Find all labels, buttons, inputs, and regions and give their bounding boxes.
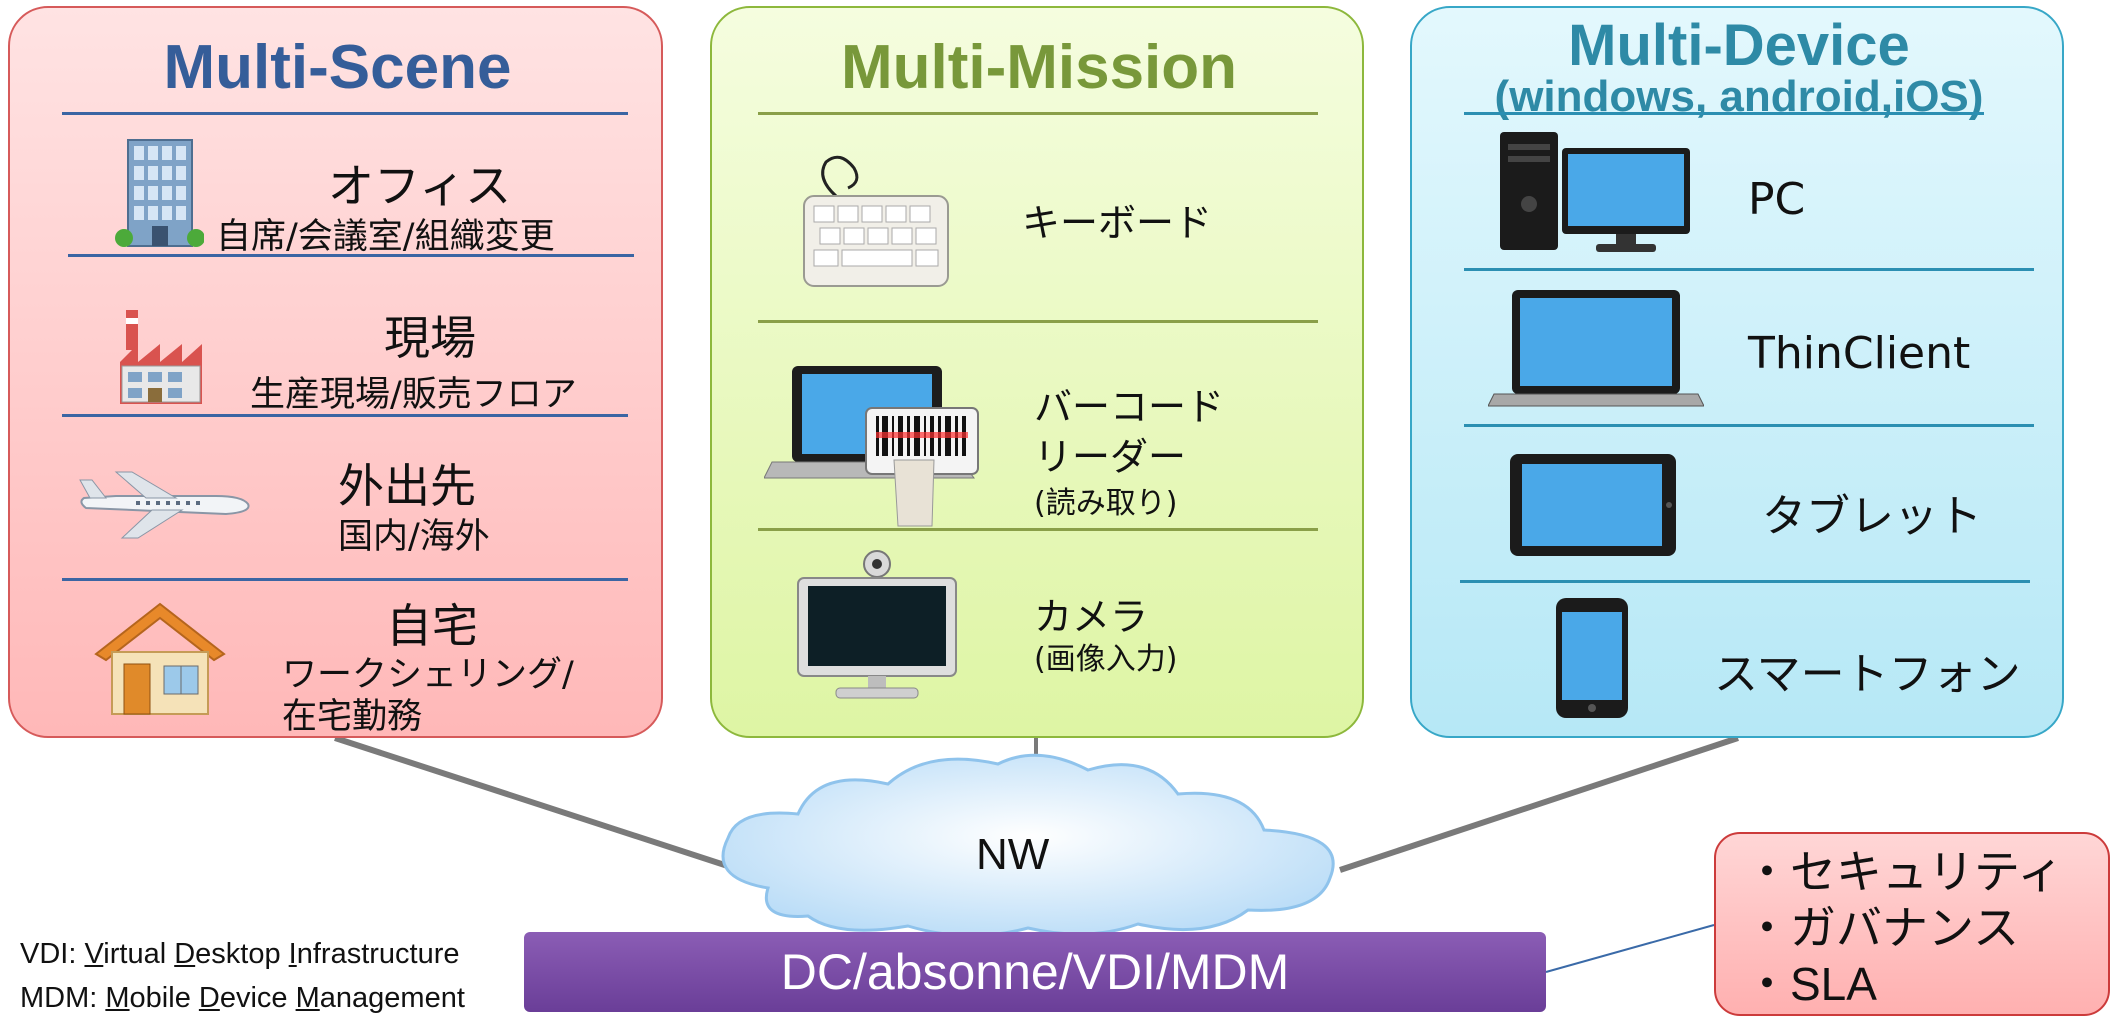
site-detail: 生産現場/販売フロア <box>250 375 577 415</box>
camera-label-1: カメラ <box>1034 595 1149 639</box>
outside-label: 外出先 <box>338 459 476 513</box>
abbr-rest: anagement <box>319 982 465 1014</box>
keyboard-label: キーボード <box>1022 201 1213 245</box>
abbr-rest: esktop <box>195 938 289 970</box>
security-item: ・セキュリティ <box>1744 846 2064 898</box>
camera-monitor-icon <box>797 550 957 699</box>
divider <box>68 254 634 257</box>
site-label: 現場 <box>384 311 476 365</box>
multi-scene-panel: Multi-Scene オフィス 自席/会議室/組織変更 現場 生産現場/販売フ… <box>8 6 663 738</box>
datacenter-label: DC/absonne/VDI/MDM <box>780 944 1290 1000</box>
divider <box>758 112 1318 115</box>
camera-label-2: (画像入力) <box>1034 642 1178 677</box>
home-detail-1: ワークシェリング/ <box>282 655 574 695</box>
pc-label: PC <box>1748 174 1806 225</box>
multi-mission-title: Multi-Mission <box>840 33 1238 102</box>
divider <box>1464 268 2034 271</box>
abbreviation-mdm: MDM: Mobile Device Management <box>20 982 465 1015</box>
abbr-initial: V <box>84 938 104 970</box>
divider <box>758 528 1318 531</box>
governance-item: ・ガバナンス <box>1744 902 2020 954</box>
keyboard-icon <box>803 155 949 287</box>
abbr-prefix: VDI: <box>20 938 85 970</box>
tablet-icon <box>1510 454 1676 556</box>
abbr-initial: D <box>198 982 220 1014</box>
divider <box>1460 580 2030 583</box>
thinclient-label: ThinClient <box>1748 328 1971 379</box>
house-icon <box>94 602 226 715</box>
abbreviation-vdi: VDI: Virtual Desktop Infrastructure <box>20 938 460 971</box>
home-label: 自宅 <box>386 599 478 653</box>
abbr-initial: I <box>288 938 297 970</box>
abbr-initial: M <box>105 982 130 1014</box>
airplane-icon <box>79 471 250 539</box>
factory-icon <box>120 310 202 404</box>
abbr-rest: evice <box>219 982 296 1014</box>
divider <box>1464 424 2034 427</box>
abbr-initial: D <box>174 938 196 970</box>
abbr-rest: irtual <box>103 938 175 970</box>
barcode-label-1: バーコード <box>1034 385 1225 429</box>
divider <box>1464 112 1984 115</box>
barcode-reader-icon <box>764 366 979 527</box>
divider <box>62 578 628 581</box>
office-detail: 自席/会議室/組織変更 <box>216 217 555 257</box>
smartphone-label: スマートフォン <box>1714 649 2021 700</box>
home-detail-2: 在宅勤務 <box>282 697 423 737</box>
abbr-rest: obile <box>129 982 199 1014</box>
multi-device-title: Multi-Device <box>1568 13 1910 78</box>
outside-detail: 国内/海外 <box>338 517 490 557</box>
barcode-label-2: リーダー <box>1034 435 1187 479</box>
datacenter-bar: DC/absonne/VDI/MDM <box>524 932 1546 1012</box>
multi-scene-title: Multi-Scene <box>163 33 512 102</box>
divider <box>62 112 628 115</box>
desktop-pc-icon <box>1500 132 1690 252</box>
connector-device <box>1339 735 1739 873</box>
abbr-prefix: MDM: <box>20 982 106 1014</box>
multi-device-panel: Multi-Device (windows, android,iOS) PC T… <box>1410 6 2064 738</box>
connector-scene <box>334 735 741 873</box>
multi-mission-panel: Multi-Mission キーボード バーコード リーダー (読み取り) <box>710 6 1364 738</box>
abbr-rest: nfrastructure <box>296 938 460 970</box>
smartphone-icon <box>1556 598 1628 718</box>
sla-item: ・SLA <box>1744 958 1877 1010</box>
divider <box>758 320 1318 323</box>
network-label: NW <box>976 830 1050 879</box>
office-label: オフィス <box>328 159 512 213</box>
office-building-icon <box>115 139 204 247</box>
laptop-icon <box>1488 290 1704 407</box>
tablet-label: タブレット <box>1762 491 1982 542</box>
connector-security <box>1545 924 1715 973</box>
abbr-initial: M <box>295 982 320 1014</box>
barcode-label-3: (読み取り) <box>1034 486 1178 521</box>
divider <box>62 414 628 417</box>
governance-box: ・セキュリティ ・ガバナンス ・SLA <box>1714 832 2110 1016</box>
